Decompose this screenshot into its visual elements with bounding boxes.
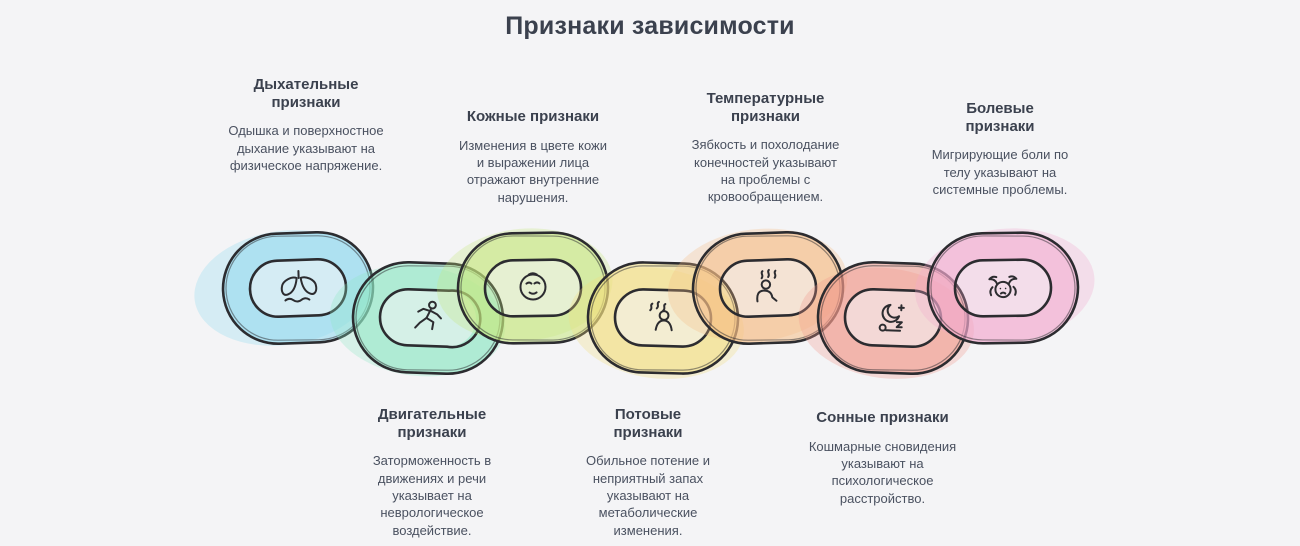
chain-ring-inner-outline [248, 258, 348, 318]
chain-ring-sketch [225, 235, 371, 341]
overheating-person-icon [756, 268, 778, 303]
chain-ring-inner-outline [483, 258, 583, 318]
text-block-body: Кошмарные сновидения указывают на психол… [808, 438, 957, 506]
chain-ring-outline [586, 261, 740, 375]
chain-link-skin [436, 228, 613, 345]
chain-link-temperature [667, 228, 848, 345]
text-block-heading: Дыхательные признаки [253, 76, 359, 111]
page-title: Признаки зависимости [505, 12, 795, 40]
sleeping-moon-icon [878, 303, 905, 332]
chain-ring [223, 232, 373, 344]
text-block-pain: Болевые признаки Мигрирующие боли по тел… [915, 100, 1085, 198]
chain-ring-outline [816, 261, 970, 375]
chain-ring-sketch [460, 235, 606, 341]
chain-ring-sketch [695, 235, 841, 341]
text-block-motor: Двигательные признаки Заторможенность в … [347, 406, 517, 539]
text-block-respiratory: Дыхательные признаки Одышка и поверхност… [221, 76, 391, 174]
chain-ring-sketch [355, 265, 501, 371]
chain-ring-inner-outline [718, 258, 818, 318]
chain-ring-outline [221, 231, 375, 345]
chain-ring-sketch [590, 265, 736, 371]
chain-ring [928, 232, 1078, 344]
text-block-body: Заторможенность в движениях и речи указы… [372, 453, 492, 538]
lungs-breathing-icon [280, 269, 318, 303]
text-block-body: Одышка и поверхностное дыхание указывают… [228, 123, 384, 173]
text-block-heading: Температурные признаки [706, 90, 825, 125]
text-block-body: Мигрирующие боли по телу указывают на си… [931, 147, 1069, 197]
text-block-body: Зябкость и похолодание конечностей указы… [691, 137, 840, 205]
text-block-body: Обильное потение и неприятный запах указ… [586, 453, 710, 538]
chain-link-pain [915, 228, 1095, 345]
chain-ring [693, 232, 843, 344]
text-block-sleep: Сонные признаки Кошмарные сновидения ука… [795, 409, 970, 507]
face-profile-icon [519, 272, 547, 301]
running-person-icon [414, 300, 442, 331]
text-block-body: Изменения в цвете кожи и выражении лица … [458, 137, 608, 205]
text-block-sweat: Потовые признаки Обильное потение и непр… [563, 406, 733, 539]
text-block-heading: Двигательные признаки [377, 406, 487, 441]
chain-ring-outline [456, 231, 610, 345]
text-block-temperature: Температурные признаки Зябкость и похоло… [678, 90, 853, 206]
chain-ring [458, 232, 608, 344]
chain-ring-sketch [930, 235, 1076, 341]
chain-ring-outline [926, 231, 1080, 345]
text-block-skin: Кожные признаки Изменения в цвете кожи и… [448, 108, 618, 206]
text-block-heading: Потовые признаки [613, 406, 683, 441]
sweating-person-icon [649, 300, 673, 332]
chain-link-respiratory [194, 230, 375, 346]
text-block-heading: Кожные признаки [466, 108, 600, 125]
chain-ring-outline [691, 231, 845, 345]
chain-ring-inner-outline [953, 258, 1053, 318]
person-headache-icon [988, 275, 1018, 299]
chain-ring-outline [351, 261, 505, 375]
text-block-heading: Болевые признаки [965, 100, 1035, 135]
text-block-heading: Сонные признаки [816, 409, 949, 426]
